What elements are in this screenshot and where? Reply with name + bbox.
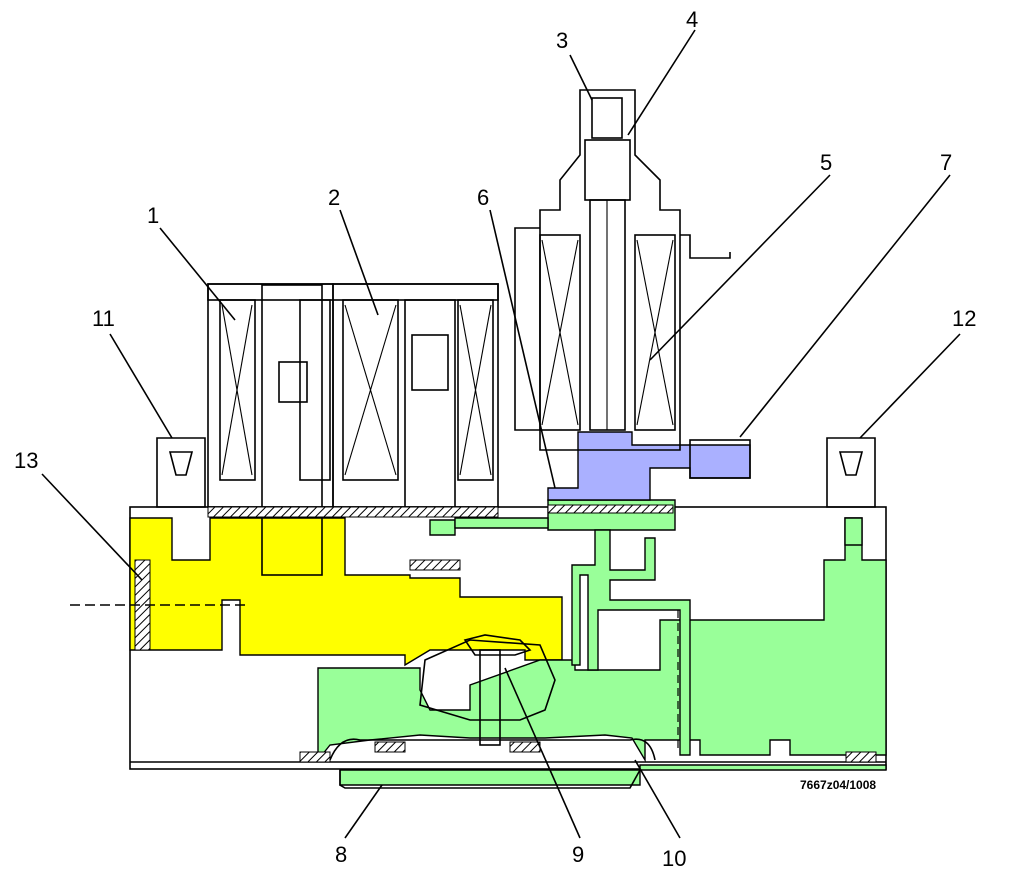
label-7: 7 [940,150,952,175]
pilot-solenoid-tower [514,89,731,451]
drawing-reference: 7667z04/1008 [800,778,876,792]
label-4: 4 [686,7,698,32]
solenoid-top-plate [207,283,499,301]
solenoid-coil-2 [332,283,499,508]
green-chamber [317,517,887,763]
diaphragm-valve [329,634,656,761]
fitting-11 [156,437,206,508]
armature-2 [404,299,456,511]
label-6: 6 [477,185,489,210]
hatched-seals [207,504,877,763]
bottom-cover-8 [339,769,641,789]
label-12: 12 [952,306,976,331]
blue-pilot-chamber [547,431,751,501]
port-7 [689,439,751,479]
label-13: 13 [14,448,38,473]
fitting-12 [826,437,876,508]
label-1: 1 [147,203,159,228]
solenoid-coil-1 [207,283,334,508]
label-5: 5 [820,150,832,175]
label-9: 9 [572,842,584,867]
yellow-chamber [129,517,563,667]
label-10: 10 [662,846,686,871]
green-passages [339,499,887,786]
label-11: 11 [92,306,115,331]
label-3: 3 [556,28,568,53]
label-2: 2 [328,185,340,210]
leader-lines [41,29,961,839]
label-8: 8 [335,842,347,867]
armature-1 [261,284,323,576]
